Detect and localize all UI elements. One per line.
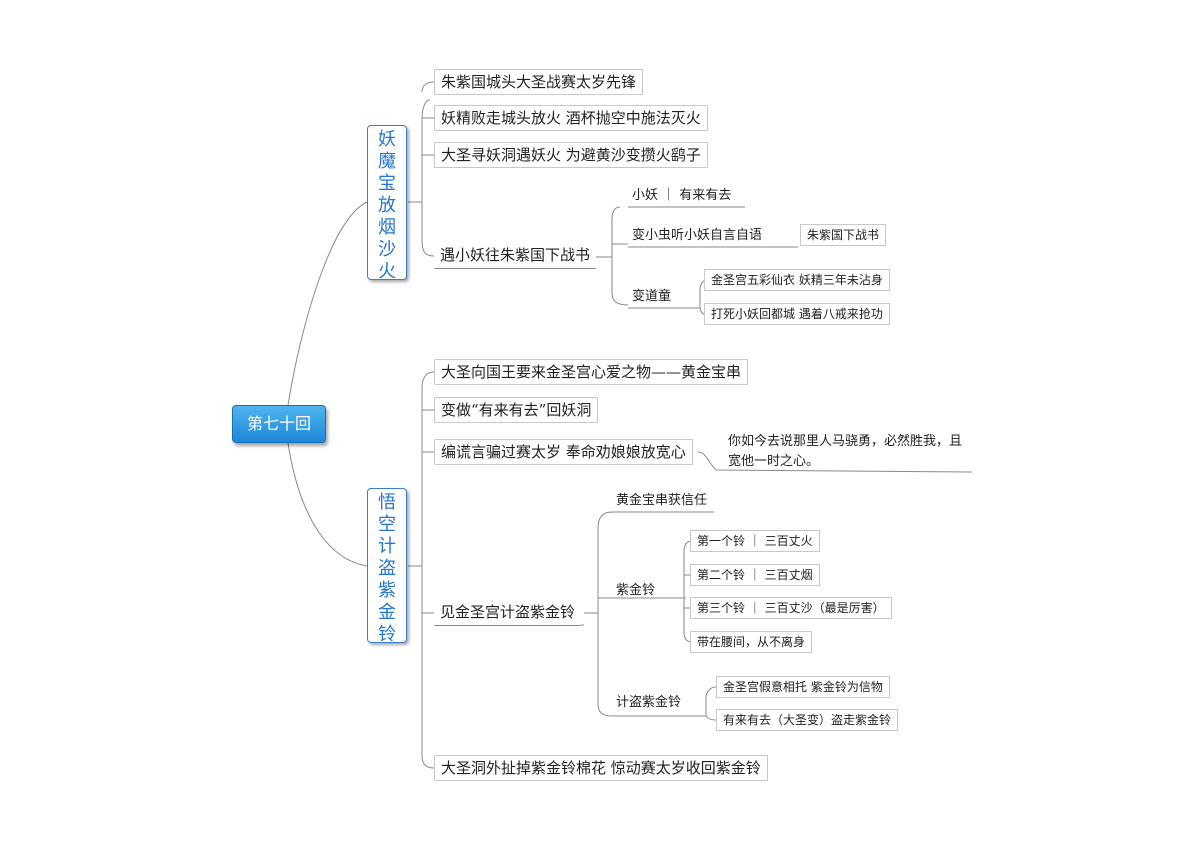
vertical-char: 魔 [378, 151, 396, 172]
vertical-char: 放 [378, 195, 396, 216]
topic-b2-item2[interactable]: 变做“有来有去”回妖洞 [434, 397, 599, 423]
link-root-branch2 [287, 442, 368, 567]
topic-steal-1[interactable]: 金圣宫假意相托 紫金铃为信物 [716, 676, 890, 698]
topic-b1-item1[interactable]: 朱紫国城头大圣战赛太岁先锋 [434, 69, 644, 95]
topic-jian-b[interactable]: 紫金铃 [616, 583, 656, 598]
vertical-char: 宝 [378, 173, 396, 194]
topic-bell-1[interactable]: 第一个铃 ｜ 三百丈火 [690, 530, 820, 552]
vertical-char: 盗 [378, 558, 396, 579]
topic-b2-item4[interactable]: 见金圣宫计盗紫金铃 [434, 600, 582, 626]
vertical-char: 紫 [378, 580, 396, 601]
topic-b2-note[interactable]: 你如今去说那里人马骁勇，必然胜我，且宽他一时之心。 [728, 434, 963, 469]
link-root-branch1 [287, 201, 368, 406]
branch2-node[interactable]: 悟空计盗紫金铃 [367, 488, 407, 646]
topic-b2-item5[interactable]: 大圣洞外扯掉紫金铃棉花 惊动赛太岁收回紫金铃 [434, 755, 768, 781]
branch1-title: 妖魔宝放烟沙火 [368, 129, 406, 283]
vertical-char: 妖 [378, 129, 396, 150]
topic-jian-c[interactable]: 计盗紫金铃 [616, 695, 682, 710]
topic-xiaoyao-a[interactable]: 小妖 ｜ 有来有去 [632, 188, 732, 203]
vertical-char: 烟 [378, 217, 396, 238]
root-node[interactable]: 第七十回 [232, 405, 326, 443]
topic-b2-item3[interactable]: 编谎言骗过赛太岁 奉命劝娘娘放宽心 [434, 439, 693, 465]
link-b1-spine [408, 99, 435, 257]
vertical-char: 金 [378, 602, 396, 623]
topic-xiaoyao-b[interactable]: 变小虫听小妖自言自语 [632, 228, 763, 243]
topic-xiaoyao-c[interactable]: 变道童 [632, 289, 672, 304]
vertical-char: 计 [378, 536, 396, 557]
topic-bell-2[interactable]: 第二个铃 ｜ 三百丈烟 [690, 564, 820, 586]
topic-xiaoyao-c2[interactable]: 打死小妖回都城 遇着八戒来抢功 [704, 303, 890, 325]
topic-b1-item3[interactable]: 大圣寻妖洞遇妖火 为避黄沙变攒火鹞子 [434, 142, 708, 168]
topic-xiaoyao-b1[interactable]: 朱紫国下战书 [800, 224, 887, 246]
vertical-char: 铃 [378, 624, 396, 645]
branch2-title: 悟空计盗紫金铃 [368, 492, 406, 646]
topic-bell-3[interactable]: 第三个铃 ｜ 三百丈沙（最是厉害） [690, 597, 892, 619]
topic-b2-item1[interactable]: 大圣向国王要来金圣宫心爱之物——黄金宝串 [434, 359, 749, 385]
vertical-char: 悟 [378, 492, 396, 513]
branch1-node[interactable]: 妖魔宝放烟沙火 [367, 125, 407, 283]
vertical-char: 火 [378, 261, 396, 282]
vertical-char: 沙 [378, 239, 396, 260]
topic-steal-2[interactable]: 有来有去（大圣变）盗走紫金铃 [716, 709, 899, 731]
topic-jian-a[interactable]: 黄金宝串获信任 [616, 493, 708, 508]
topic-b1-item2[interactable]: 妖精败走城头放火 酒杯抛空中施法灭火 [434, 105, 708, 131]
vertical-char: 空 [378, 514, 396, 535]
topic-b1-item4[interactable]: 遇小妖往朱紫国下战书 [434, 243, 597, 269]
topic-xiaoyao-c1[interactable]: 金圣宫五彩仙衣 妖精三年未沾身 [704, 269, 890, 291]
topic-bell-4[interactable]: 带在腰间，从不离身 [690, 631, 813, 653]
